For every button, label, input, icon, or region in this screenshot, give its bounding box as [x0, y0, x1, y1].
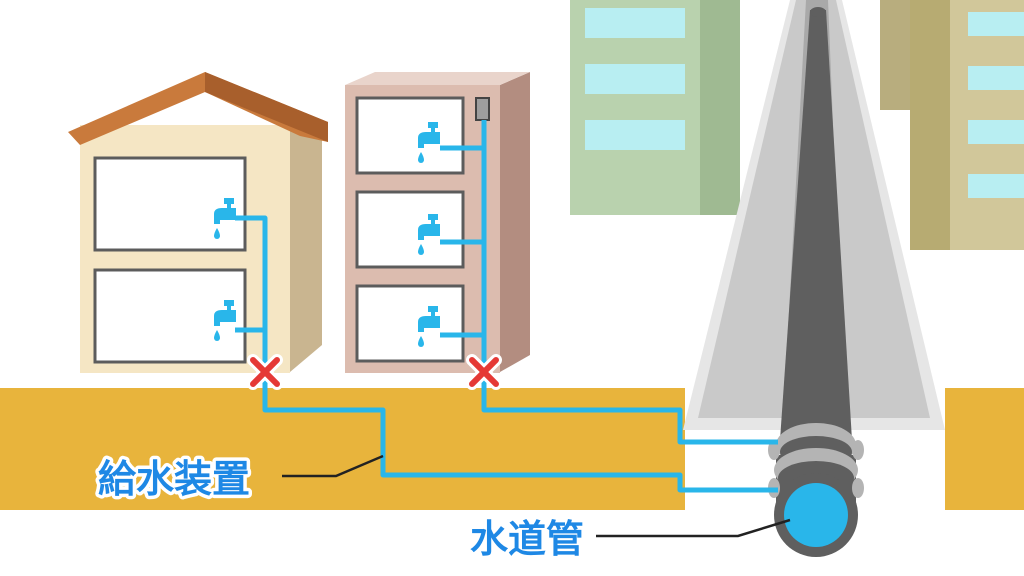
water-drop-icon — [418, 336, 424, 347]
faucet-icon — [418, 122, 440, 163]
faucet-icon — [418, 306, 440, 347]
leader-lines — [282, 454, 791, 538]
faucet-icon — [418, 214, 440, 255]
faucet-icon — [214, 198, 236, 239]
cut-mark-icon — [466, 354, 502, 390]
house-supply-line — [235, 215, 778, 493]
water-main-label: 水道管 — [470, 517, 584, 561]
water-main-leader — [596, 518, 791, 538]
water-drop-icon — [418, 244, 424, 255]
apartment-window-2 — [355, 190, 465, 269]
water-drop-icon — [214, 330, 220, 341]
supply-pipes — [235, 120, 778, 493]
water-meter-icon — [475, 97, 490, 121]
apartment-window-1 — [355, 96, 465, 175]
house-window-upper — [93, 156, 247, 252]
cut-marks — [247, 354, 502, 390]
water-main-pipe — [768, 7, 864, 557]
faucets — [214, 122, 440, 347]
labels: 給水装置 水道管 — [95, 454, 588, 565]
supply-device-label: 給水装置 — [98, 457, 250, 501]
supply-device-leader — [282, 454, 384, 478]
faucet-icon — [214, 300, 236, 341]
office-building-right — [880, 0, 1024, 250]
water-drop-icon — [214, 228, 220, 239]
cut-mark-icon — [247, 354, 283, 390]
pipe-opening — [784, 483, 848, 547]
office-building-left — [570, 0, 740, 215]
detached-house — [68, 72, 328, 373]
apartment-supply-line — [440, 145, 778, 445]
background-buildings — [570, 0, 1024, 250]
apartment-window-3 — [355, 284, 465, 363]
water-drop-icon — [418, 152, 424, 163]
